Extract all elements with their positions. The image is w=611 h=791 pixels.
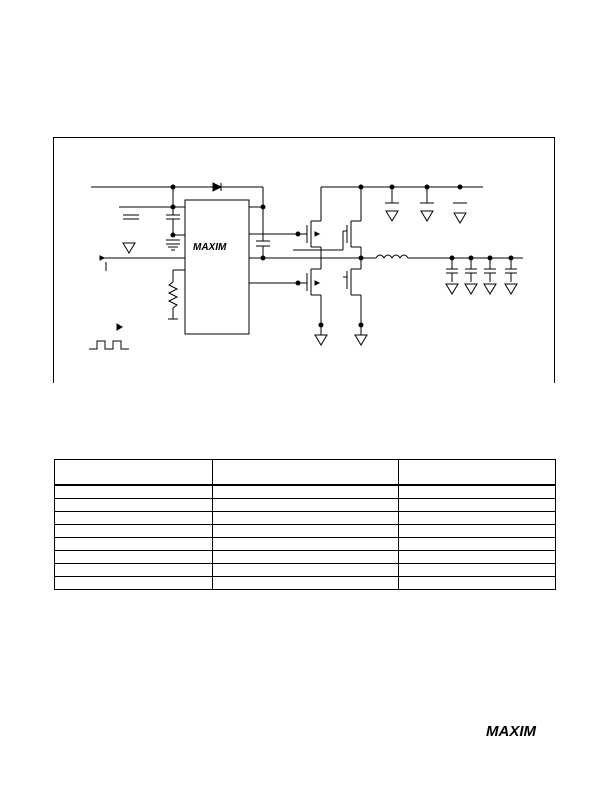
table-cell: [398, 563, 556, 577]
table-cell: [54, 524, 213, 538]
table-cell: [212, 563, 399, 577]
table-cell: [212, 576, 399, 590]
table-cell: [212, 511, 399, 525]
table-row: [54, 537, 556, 551]
table-cell: [398, 484, 556, 499]
table-cell: [398, 498, 556, 512]
table-row: [54, 484, 556, 499]
table-cell: [54, 537, 213, 551]
table-row: [54, 511, 556, 525]
ic-logo: MAXIM: [193, 242, 227, 253]
table-cell: [398, 550, 556, 564]
figure-frame: [53, 137, 555, 383]
table-header-cell: [54, 459, 213, 486]
controller-ic: [184, 199, 250, 335]
table-cell: [212, 524, 399, 538]
table-row: [54, 563, 556, 577]
components-table: [54, 459, 556, 590]
table-cell: [54, 484, 213, 499]
table-cell: [398, 537, 556, 551]
table-cell: [212, 537, 399, 551]
brand-logo: MAXIM: [486, 723, 537, 740]
table-header-row: [54, 459, 556, 486]
table-cell: [54, 511, 213, 525]
table-cell: [54, 550, 213, 564]
circuit-schematic: MAXIM: [89, 182, 523, 350]
table-row: [54, 576, 556, 590]
table-cell: [54, 563, 213, 577]
table-cell: [398, 524, 556, 538]
brand-logo-text: MAXIM: [486, 723, 537, 740]
table-header-cell: [212, 459, 399, 486]
table-cell: [398, 576, 556, 590]
table-row: [54, 550, 556, 564]
table-header-cell: [398, 459, 556, 486]
table-cell: [54, 576, 213, 590]
table-cell: [212, 550, 399, 564]
table-cell: [54, 498, 213, 512]
table-row: [54, 498, 556, 512]
table-row: [54, 524, 556, 538]
table-cell: [398, 511, 556, 525]
table-cell: [212, 498, 399, 512]
table-cell: [212, 484, 399, 499]
